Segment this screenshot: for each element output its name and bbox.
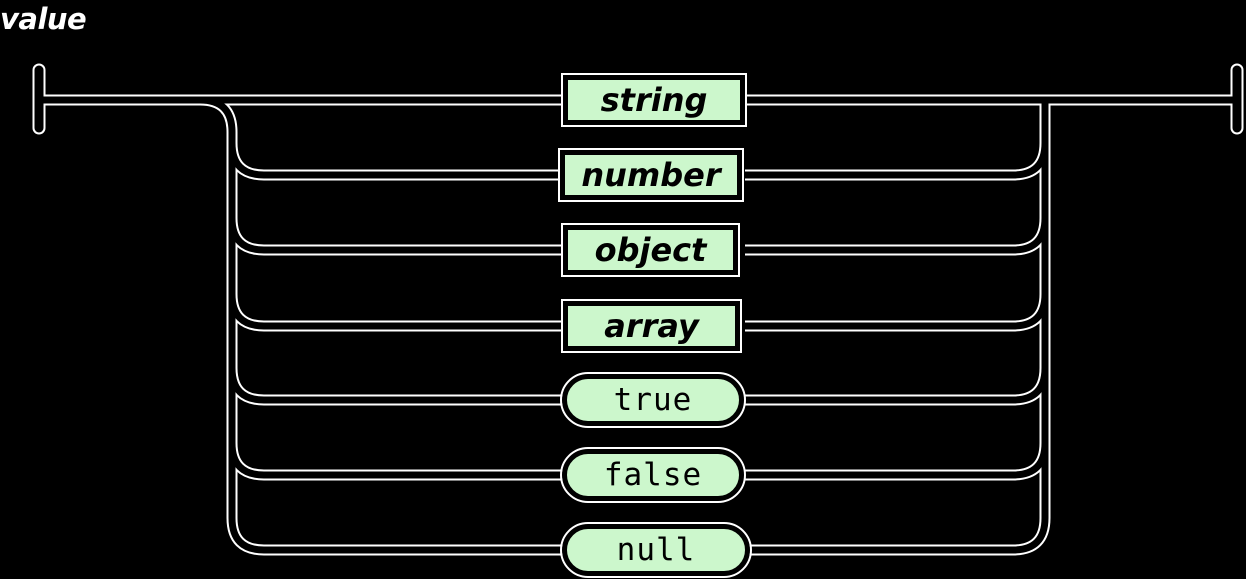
rail-left-trunk-core <box>199 96 265 554</box>
rail-elbow-row6-core <box>228 442 265 479</box>
node-null-label: null <box>616 532 696 568</box>
rail-elbow-row5-core <box>228 367 265 404</box>
node-string-label: string <box>600 81 708 119</box>
node-string[interactable]: string <box>561 73 747 127</box>
rail-elbow-row4-core <box>228 293 265 330</box>
rail-relbow-row4-core <box>1012 293 1049 330</box>
rail-relbow-row2-core <box>1012 142 1049 179</box>
node-false[interactable]: false <box>560 447 746 503</box>
node-null[interactable]: null <box>560 522 752 578</box>
rail-relbow-row6-core <box>1012 442 1049 479</box>
rail-relbow-row5-core <box>1012 367 1049 404</box>
rail-path-group <box>32 63 1244 556</box>
rail-elbow-row3-core <box>228 217 265 254</box>
node-false-label: false <box>603 457 703 493</box>
node-array[interactable]: array <box>561 299 742 353</box>
node-number[interactable]: number <box>558 148 744 202</box>
node-object[interactable]: object <box>561 223 740 277</box>
node-object-label: object <box>594 231 707 269</box>
page-title: value <box>0 2 87 36</box>
rail-elbow-row2-core <box>228 142 265 179</box>
node-number-label: number <box>581 156 721 194</box>
node-array-label: array <box>604 307 699 345</box>
rail-relbow-row3-core <box>1012 217 1049 254</box>
node-true-label: true <box>613 382 693 418</box>
node-true[interactable]: true <box>560 372 746 428</box>
